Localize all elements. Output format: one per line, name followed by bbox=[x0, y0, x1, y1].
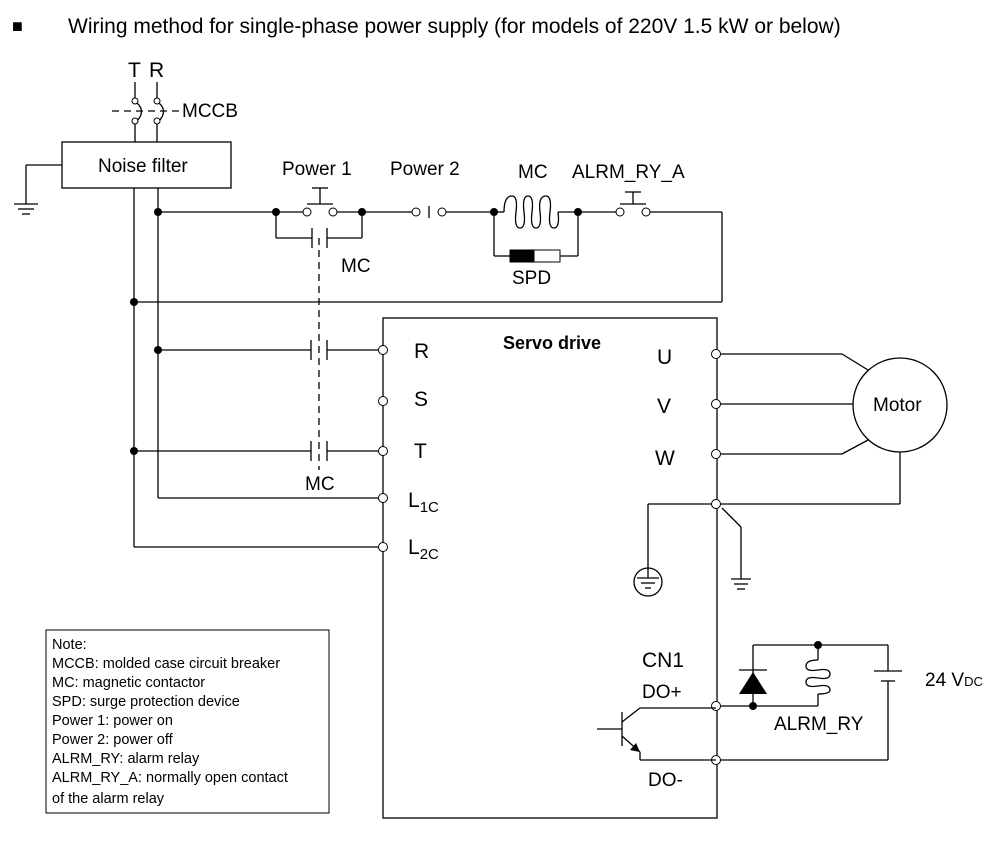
terminal-l2c-label: L2C bbox=[408, 536, 439, 563]
note-line: ALRM_RY: alarm relay bbox=[52, 751, 200, 767]
mc-main-contacts: MC bbox=[134, 238, 379, 548]
heading-bullet: ■ bbox=[12, 16, 23, 36]
mccb-breaker: T R MCCB bbox=[112, 59, 238, 142]
mc-coil-label: MC bbox=[518, 162, 548, 183]
note-box: Note: MCCB: molded case circuit breaker … bbox=[45, 629, 330, 814]
terminal-v-label: V bbox=[657, 395, 671, 418]
terminal-w-label: W bbox=[655, 447, 675, 470]
power1-label: Power 1 bbox=[282, 159, 352, 180]
note-line: MCCB: molded case circuit breaker bbox=[52, 656, 280, 672]
alrm-ry-a-label: ALRM_RY_A bbox=[572, 162, 685, 183]
mc-main-contact-label: MC bbox=[305, 474, 335, 495]
servo-drive-label: Servo drive bbox=[503, 333, 601, 353]
heading-text: Wiring method for single-phase power sup… bbox=[68, 15, 841, 38]
alarm-relay-circuit: ALRM_RY 24 VDC bbox=[721, 641, 983, 761]
supply-buses bbox=[130, 188, 162, 547]
note-line: Power 2: power off bbox=[52, 732, 174, 748]
alrm-ry-label: ALRM_RY bbox=[774, 714, 864, 735]
terminal-s-label: S bbox=[414, 388, 428, 411]
note-line: Power 1: power on bbox=[52, 713, 173, 729]
phase-label-r: R bbox=[149, 59, 164, 82]
note-line: MC: magnetic contactor bbox=[52, 675, 205, 691]
servo-drive: Servo drive R S T L1C L2C U V W CN1 DO+ … bbox=[378, 317, 721, 819]
motor-label: Motor bbox=[873, 395, 922, 416]
note-line: of the alarm relay bbox=[52, 791, 165, 807]
phase-label-t: T bbox=[128, 59, 141, 82]
supply-label: 24 VDC bbox=[925, 670, 983, 691]
note-line: SPD: surge protection device bbox=[52, 694, 240, 710]
noise-filter: Noise filter bbox=[14, 141, 232, 215]
terminal-l1c-label: L1C bbox=[408, 489, 439, 516]
mc-holding-contact-label: MC bbox=[341, 256, 371, 277]
mccb-label: MCCB bbox=[182, 101, 238, 122]
control-circuit: Power 1 MC Power 2 MC SP bbox=[134, 159, 723, 303]
note-title: Note: bbox=[52, 637, 87, 653]
terminal-u-label: U bbox=[657, 346, 672, 369]
do-plus-label: DO+ bbox=[642, 682, 682, 703]
power2-label: Power 2 bbox=[390, 159, 460, 180]
cn1-label: CN1 bbox=[642, 649, 684, 672]
terminal-r-label: R bbox=[414, 340, 429, 363]
terminal-t-label: T bbox=[414, 440, 427, 463]
noise-filter-label: Noise filter bbox=[98, 156, 188, 177]
heading: ■ Wiring method for single-phase power s… bbox=[12, 15, 841, 38]
grounding bbox=[633, 503, 751, 597]
do-minus-label: DO- bbox=[648, 770, 683, 791]
note-line: ALRM_RY_A: normally open contact bbox=[52, 770, 288, 786]
motor: Motor bbox=[721, 353, 948, 505]
spd-label: SPD bbox=[512, 268, 551, 289]
